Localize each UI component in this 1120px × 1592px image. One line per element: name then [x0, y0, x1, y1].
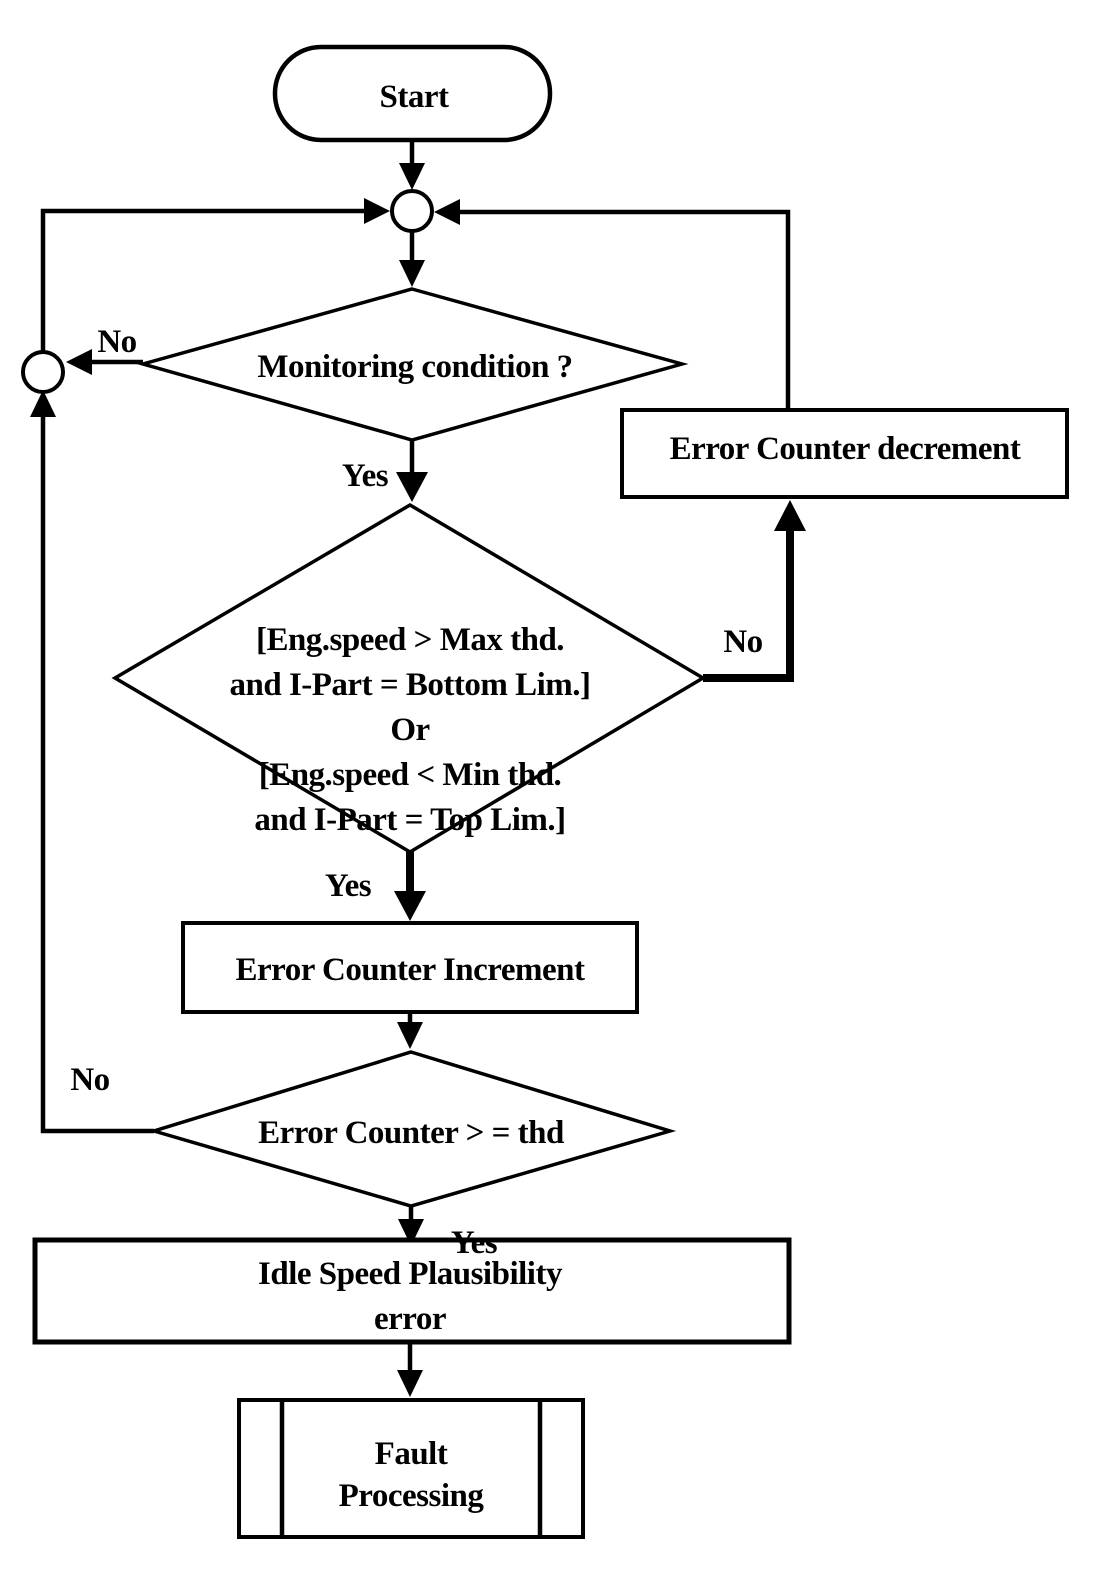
edge-monitoring-no [66, 349, 143, 375]
arrow-up-icon [774, 500, 806, 531]
decision-shape [136, 287, 689, 442]
edge-speed-window-yes [394, 850, 426, 921]
error-counter-increment-label: Error Counter Increment [235, 952, 585, 988]
idle-speed-error-line-2: error [374, 1301, 446, 1337]
node-start: Start [272, 44, 553, 143]
process-shape [620, 408, 1069, 499]
arrow-left-icon [66, 349, 92, 375]
edge-start-to-junction [399, 140, 425, 190]
arrow-down-icon [399, 260, 425, 287]
speed-window-no-label: No [723, 624, 762, 660]
start-label: Start [380, 79, 449, 115]
edge-line [40, 208, 366, 352]
arrow-left-icon [434, 199, 460, 225]
edge-line [703, 530, 794, 682]
arrow-down-icon [396, 472, 428, 502]
threshold-yes-label: Yes [451, 1225, 498, 1261]
speed-window-line-2: and I-Part = Bottom Lim.] [229, 667, 590, 703]
arrow-down-icon [398, 1219, 424, 1246]
edge-idle-to-fault [397, 1342, 423, 1397]
edge-speed-window-no [703, 500, 806, 682]
arrow-down-icon [397, 1370, 423, 1397]
node-error-counter-decrement: Error Counter decrement [620, 408, 1069, 499]
edge-threshold-no [30, 390, 154, 1134]
error-counter-decrement-label: Error Counter decrement [670, 431, 1021, 467]
arrow-down-icon [399, 163, 425, 190]
edge-line [40, 416, 154, 1134]
arrow-down-icon [397, 1022, 423, 1049]
decision-shape [147, 1050, 677, 1208]
arrow-right-icon [364, 198, 390, 224]
fault-processing-line-1: Fault [375, 1436, 448, 1472]
speed-window-line-3: Or [390, 712, 429, 748]
edge-merge-to-junction [40, 198, 390, 352]
edge-decrement-to-junction [434, 199, 791, 410]
terminator-shape [272, 44, 553, 143]
node-error-counter-increment: Error Counter Increment [181, 921, 639, 1014]
process-shape [181, 921, 639, 1014]
threshold-no-label: No [70, 1062, 109, 1098]
fault-processing-line-2: Processing [339, 1478, 485, 1514]
edge-line [458, 209, 791, 410]
speed-window-line-4: [Eng.speed < Min thd. [259, 757, 562, 793]
edge-increment-to-threshold [397, 1012, 423, 1049]
node-speed-window-check: [Eng.speed > Max thd. and I-Part = Botto… [111, 502, 707, 855]
idle-speed-error-line-1: Idle Speed Plausibility [258, 1256, 563, 1292]
speed-window-line-5: and I-Part = Top Lim.] [254, 802, 565, 838]
node-idle-speed-plausibility-error: Idle Speed Plausibility error [32, 1237, 792, 1345]
node-error-counter-threshold: Error Counter > = thd [147, 1050, 677, 1208]
arrow-down-icon [394, 891, 426, 921]
speed-window-yes-label: Yes [325, 868, 372, 904]
junction-connector-circle [390, 189, 434, 233]
edge-monitoring-yes [396, 440, 428, 502]
process-shape [32, 1237, 792, 1345]
monitoring-yes-label: Yes [342, 458, 389, 494]
edge-threshold-yes [398, 1206, 424, 1246]
edge-junction-to-monitoring [399, 231, 425, 287]
arrow-up-icon [30, 390, 56, 417]
node-monitoring-condition: Monitoring condition ? [136, 287, 689, 442]
error-counter-threshold-label: Error Counter > = thd [258, 1115, 564, 1151]
decision-shape [111, 502, 707, 855]
monitoring-condition-label: Monitoring condition ? [257, 349, 572, 385]
node-fault-processing: Fault Processing [237, 1398, 585, 1539]
monitoring-no-label: No [97, 324, 136, 360]
speed-window-line-1: [Eng.speed > Max thd. [256, 622, 564, 658]
merge-connector-circle [21, 350, 65, 394]
predefined-process-shape [237, 1398, 585, 1539]
